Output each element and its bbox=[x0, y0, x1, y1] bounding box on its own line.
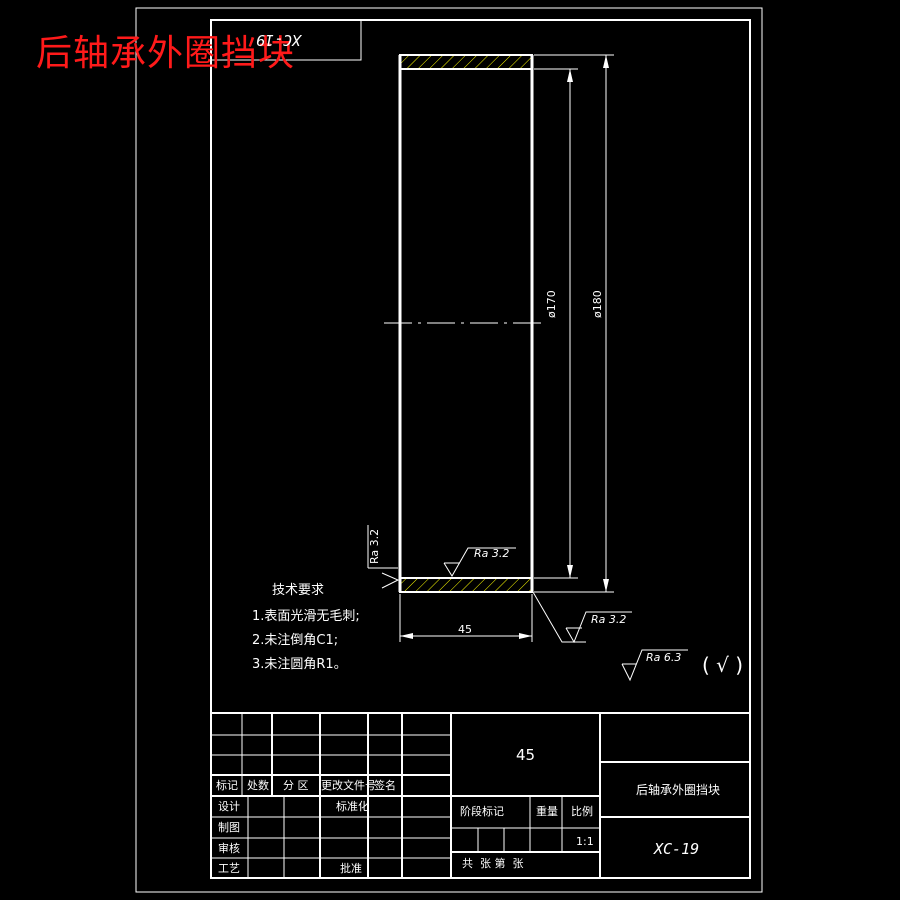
dim-outer-diameter bbox=[534, 54, 614, 593]
code-box bbox=[210, 19, 362, 61]
hdr-scale: 比例 bbox=[571, 805, 593, 818]
hatch-band-top bbox=[399, 54, 533, 70]
hdr-sheets: 共 张 第 张 bbox=[462, 857, 524, 870]
part-name: 后轴承外圈挡块 bbox=[636, 783, 721, 797]
hdr-zone: 分 区 bbox=[283, 779, 309, 792]
title-block-grid bbox=[211, 712, 750, 879]
roughness-left-symbol bbox=[367, 525, 400, 589]
dim-width-label: 45 bbox=[458, 623, 472, 636]
hdr-drafting: 制图 bbox=[218, 821, 240, 834]
hdr-weight: 重量 bbox=[536, 805, 558, 818]
hdr-standardize: 标准化 bbox=[336, 800, 369, 813]
scale-value: 1:1 bbox=[576, 835, 594, 848]
hdr-approve: 批准 bbox=[340, 862, 362, 875]
hdr-count: 处数 bbox=[247, 779, 269, 792]
roughness-general-label: Ra 6.3 bbox=[646, 651, 682, 664]
dim-width bbox=[399, 594, 533, 642]
hdr-review: 审核 bbox=[218, 842, 240, 855]
material-value: 45 bbox=[516, 746, 536, 764]
hdr-stage-mark: 阶段标记 bbox=[460, 805, 504, 818]
roughness-bore-label: Ra 3.2 bbox=[474, 547, 510, 560]
hdr-process: 工艺 bbox=[218, 862, 240, 875]
tech-requirement-3: 3.未注圆角R1。 bbox=[252, 657, 347, 672]
dim-outer-diameter-label: ø180 bbox=[591, 290, 604, 318]
tech-requirements-heading: 技术要求 bbox=[272, 583, 325, 598]
tech-requirement-1: 1.表面光滑无毛刺; bbox=[252, 609, 360, 624]
hdr-design: 设计 bbox=[218, 800, 240, 813]
drawing-code-rotated: XC-19 bbox=[256, 31, 302, 49]
dim-inner-diameter bbox=[534, 68, 578, 579]
overlay-title: 后轴承外圈挡块 bbox=[36, 33, 296, 74]
hdr-mark: 标记 bbox=[216, 779, 238, 792]
roughness-general-suffix: ( √ ) bbox=[702, 653, 744, 677]
hdr-change-doc: 更改文件号 bbox=[321, 779, 376, 792]
roughness-bore-symbol bbox=[443, 547, 516, 577]
roughness-face-symbol bbox=[532, 591, 632, 644]
hatch-band-bottom bbox=[399, 577, 533, 593]
roughness-left-label: Ra 3.2 bbox=[368, 528, 381, 564]
drawing-frame bbox=[210, 19, 751, 879]
hdr-signature: 签名 bbox=[374, 779, 396, 792]
roughness-general-symbol bbox=[621, 649, 688, 682]
sheet-outer-border bbox=[135, 7, 763, 893]
tech-requirement-2: 2.未注倒角C1; bbox=[252, 633, 339, 648]
roughness-face-label: Ra 3.2 bbox=[591, 613, 627, 626]
drawing-number: XC-19 bbox=[654, 840, 700, 858]
dim-inner-diameter-label: ø170 bbox=[545, 290, 558, 318]
